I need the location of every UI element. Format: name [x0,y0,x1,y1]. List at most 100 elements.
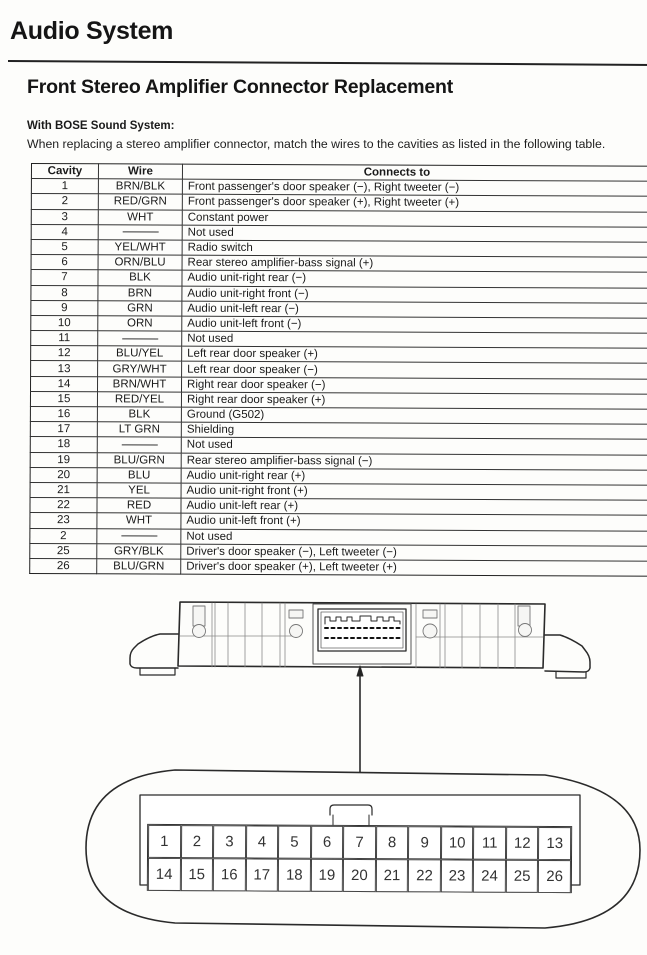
connector-cavity: 18 [277,858,311,892]
connects-to: Ground (G502) [181,407,647,425]
cavity-number: 19 [30,452,98,468]
cavity-number: 2 [31,193,99,210]
connector-cavity: 6 [310,825,344,859]
connector-cavity: 16 [212,858,246,892]
wire-color: GRN [97,300,182,317]
connector-cavity: 1 [148,824,181,859]
wire-color: BRN [97,285,182,301]
connector-cavity: 15 [180,858,214,892]
cavity-number: 4 [31,224,99,240]
wire-color: LT GRN [97,421,182,438]
connector-cavity: 12 [505,826,539,860]
cavity-number: 10 [30,315,98,331]
connects-to: Audio unit-left rear (−) [181,300,647,319]
cavity-number: 23 [29,512,97,529]
cavity-number: 2 [29,527,97,544]
section-divider [7,60,647,66]
cavity-number: 6 [31,254,99,271]
connector-cavity: 3 [213,825,246,859]
connects-to: Constant power [182,209,647,228]
connector-cavity: 5 [278,825,311,859]
connects-to: Audio unit-left rear (+) [180,498,647,516]
no-wire-dash [122,231,159,233]
cavity-number: 7 [30,269,99,286]
connects-to: Audio unit-right rear (−) [181,270,647,288]
cavity-number: 15 [30,391,98,407]
connector-cavity: 17 [245,858,279,892]
cavity-number: 5 [31,239,99,255]
wire-color: RED/GRN [98,194,183,210]
connector-cavity: 10 [440,826,474,860]
connects-to: Driver's door speaker (−), Left tweeter … [180,543,647,562]
connects-to: Driver's door speaker (+), Left tweeter … [180,559,647,577]
cavity-number: 1 [31,178,99,195]
connects-to: Audio unit-right rear (+) [181,467,647,486]
cavity-number: 13 [30,360,98,377]
connects-to: Front passenger's door speaker (−), Righ… [182,179,647,197]
wire-color: BRN/BLK [98,178,183,195]
cavity-number: 25 [29,543,97,559]
column-header-cavity: Cavity [31,163,99,179]
wire-color: BLU/YEL [97,346,182,362]
connector-cavity: 24 [473,859,506,893]
cavity-number: 14 [30,376,98,392]
cavity-number: 16 [30,406,98,422]
cavity-number: 26 [29,558,97,574]
wire-color: BLK [97,270,183,286]
connector-cavity: 7 [343,825,376,860]
wire-color: GRY/WHT [97,361,182,377]
wire-color: BRN/WHT [97,376,182,392]
connector-cavity: 2 [180,825,214,859]
connects-to: Front passenger's door speaker (+), Righ… [182,194,647,212]
page-title: Front Stereo Amplifier Connector Replace… [27,76,454,98]
connector-cavity: 21 [375,859,409,893]
wire-color: RED/YEL [97,391,182,408]
cavity-number: 20 [30,467,98,483]
cavity-number: 11 [30,330,98,347]
connector-cavity: 22 [408,859,441,893]
no-wire-dash [121,338,158,340]
wire-color [98,224,183,241]
column-header-wire: Wire [98,163,183,180]
connector-cavity: 26 [538,859,571,894]
cavity-number: 18 [30,436,98,453]
wire-color [96,528,181,544]
subheading: With BOSE Sound System: [27,120,175,132]
wire-color: BLU/GRN [97,452,182,468]
cavity-number: 3 [31,209,99,225]
connects-to: Audio unit-right front (+) [181,483,647,501]
connector-cavity: 14 [147,857,181,892]
cavity-number: 22 [29,497,98,514]
connects-to: Audio unit-right front (−) [181,285,647,303]
connector-cavity: 8 [375,826,409,860]
connector-cavity: 23 [440,859,474,893]
connects-to: Right rear door speaker (+) [181,391,647,410]
wire-color: BLK [97,406,182,423]
wire-color: YEL/WHT [98,239,183,256]
section-title: Audio System [10,17,174,45]
connector-cavity: 19 [310,858,344,892]
intro-text: When replacing a stereo amplifier connec… [27,137,606,151]
connects-to: Rear stereo amplifier-bass signal (+) [182,255,647,273]
wire-color: GRY/BLK [96,543,181,560]
wire-color: ORN/BLU [98,254,183,271]
wire-color: WHT [96,513,181,529]
cavity-number: 8 [30,285,98,301]
wire-color: RED [96,497,182,514]
no-wire-dash [120,535,157,537]
cavity-number: 12 [30,345,98,362]
cavity-number: 17 [30,421,98,438]
connects-to: Right rear door speaker (−) [181,376,647,395]
wire-color [97,330,182,347]
wire-color: BLU/GRN [96,558,181,575]
connector-cavity: 13 [538,826,572,861]
connects-to: Rear stereo amplifier-bass signal (−) [181,452,647,471]
connector-cavity: 20 [343,858,376,893]
wire-color: WHT [98,209,183,225]
connector-cavity: 4 [245,825,279,859]
